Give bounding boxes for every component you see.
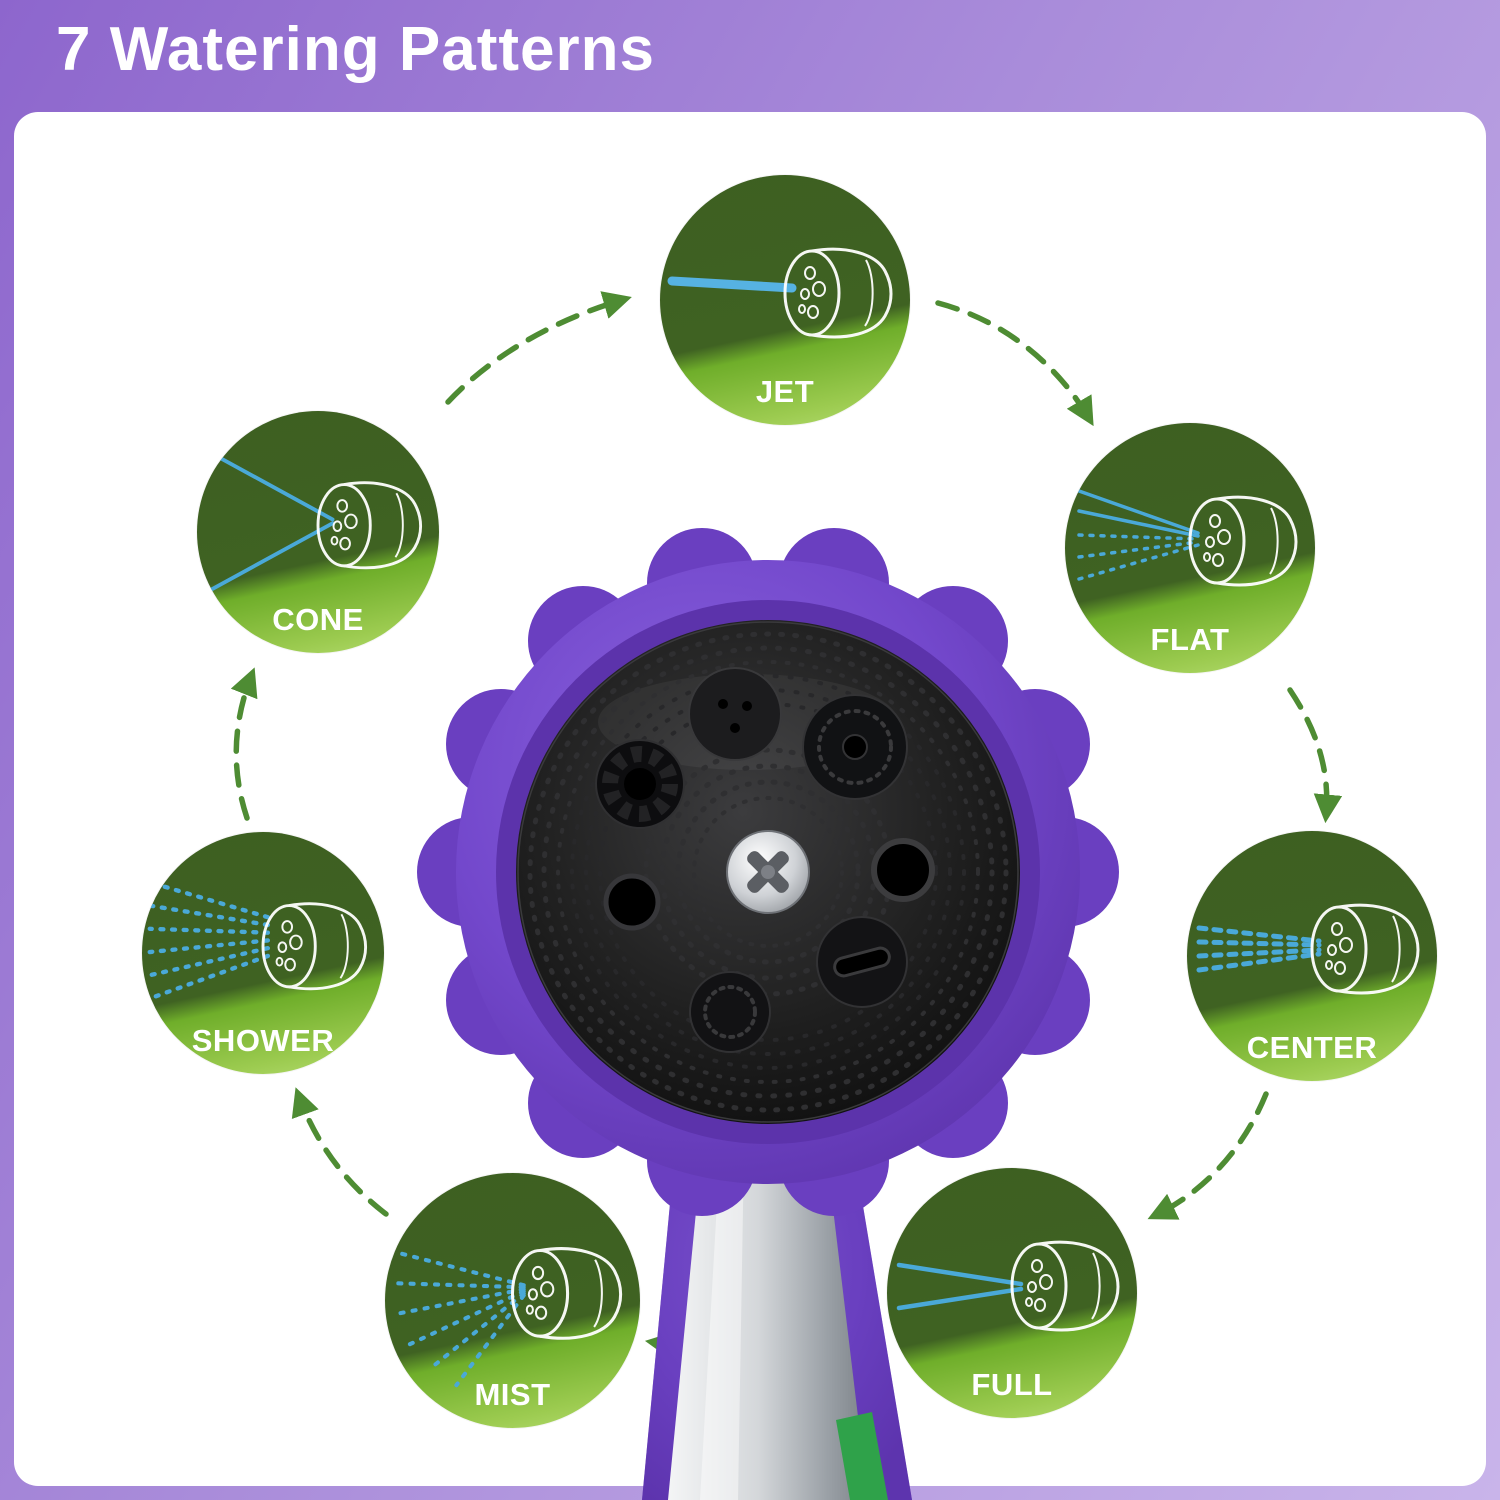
handle-steel [668,1150,868,1500]
pattern-label-cone: CONE [272,602,364,637]
shower-spray-icon [147,880,271,1001]
arrow-shower-to-cone [230,667,258,821]
pattern-label-mist: MIST [474,1377,551,1412]
handle-grip-green [836,1412,888,1500]
nozzle-icon [316,481,423,570]
pattern-circle-mist: MIST [385,1173,640,1428]
dial-flat-outlet [816,916,908,1008]
nozzle-icon [1188,495,1298,587]
full-pattern-illustration [896,1240,1120,1332]
arrow-center-to-full [1147,1091,1269,1220]
center-spray-icon [1196,925,1322,973]
page-title: 7 Watering Patterns [56,15,655,84]
nozzle-icon [1310,903,1420,995]
flat-pattern-illustration [1077,489,1298,587]
mist-spray-icon [391,1250,526,1388]
dial-full-outlet [871,838,935,902]
nozzle-icon [1010,1240,1120,1332]
arrow-cone-to-jet [445,291,632,405]
nozzle-icon [261,902,368,991]
cone-spray-icon [206,449,335,593]
dial-shower-outlet [802,694,908,800]
arrow-mist-to-shower [291,1087,389,1217]
nozzle-handle [642,1140,912,1500]
nozzle-icon [783,247,893,339]
jet-spray-icon [667,276,797,293]
full-spray-icon [896,1262,1024,1311]
flat-spray-icon [1077,489,1200,581]
pattern-circle-flat: FLAT [1065,423,1315,673]
pattern-circle-shower: SHOWER [142,832,384,1074]
pattern-circle-cone: CONE [197,411,439,653]
pattern-circle-full: FULL [887,1168,1137,1418]
center-pattern-illustration [1196,903,1420,995]
mist-pattern-illustration [391,1247,623,1388]
pattern-label-full: FULL [971,1367,1053,1402]
dial-jet-outlet [688,667,782,761]
pattern-label-jet: JET [755,374,815,409]
shower-pattern-illustration [147,880,368,1001]
pattern-dial [516,620,1020,1124]
pattern-label-shower: SHOWER [191,1023,335,1058]
jet-pattern-illustration [667,247,893,339]
dial-cone-outlet [603,873,661,931]
dial-screw [726,830,810,914]
cone-pattern-illustration [206,449,423,593]
dial-mist-outlet [689,971,771,1053]
pattern-circle-jet: JET [660,175,910,425]
dial-center-outlet [595,739,685,829]
pattern-circle-center: CENTER [1187,831,1437,1081]
arrow-jet-to-flat [935,300,1094,427]
nozzle-icon [510,1247,623,1340]
pattern-label-center: CENTER [1246,1030,1378,1065]
arrow-flat-to-center [1287,687,1343,824]
pattern-label-flat: FLAT [1150,622,1230,657]
